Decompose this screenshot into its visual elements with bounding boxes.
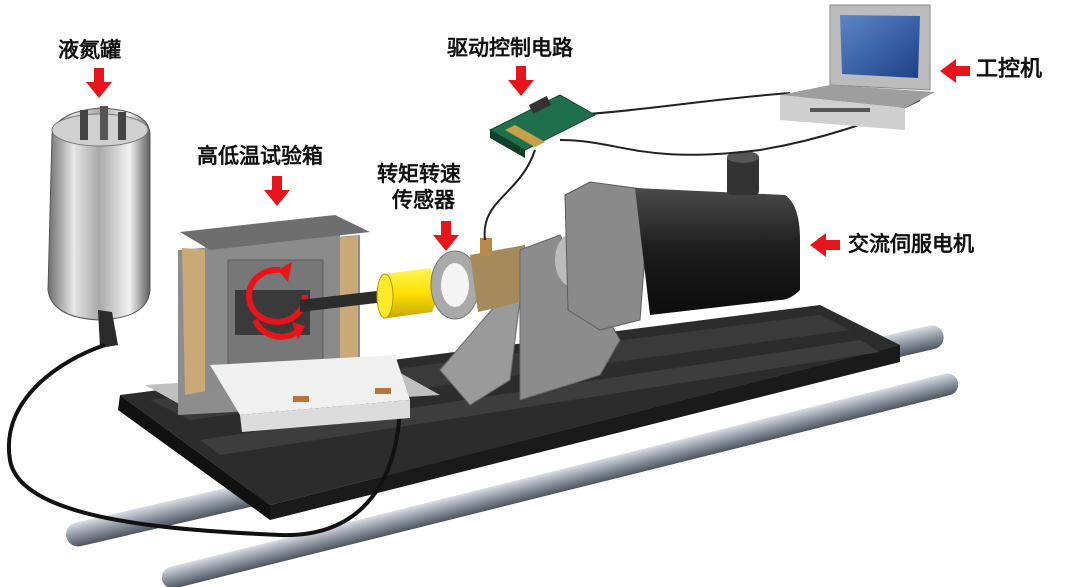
ln2-tank xyxy=(47,106,151,348)
label-chamber: 高低温试验箱 xyxy=(197,144,323,168)
industrial-pc xyxy=(780,4,935,130)
label-drive-circuit: 驱动控制电路 xyxy=(447,36,573,60)
arrow-down-circuit xyxy=(508,66,534,96)
servo-motor xyxy=(564,151,800,331)
label-ln2-tank: 液氮罐 xyxy=(58,38,121,62)
arrow-down-sensor xyxy=(433,221,459,251)
rotation-icon xyxy=(246,262,309,340)
arrow-down-chamber xyxy=(264,176,290,206)
label-motor: 交流伺服电机 xyxy=(848,232,974,256)
drive-circuit-board xyxy=(488,94,597,158)
ln2-hose xyxy=(6,343,402,538)
yellow-coupling xyxy=(376,268,438,319)
label-sensor-line2: 传感器 xyxy=(392,188,455,212)
chamber xyxy=(145,215,440,432)
torque-speed-sensor xyxy=(430,238,530,406)
arrow-down-ln2 xyxy=(86,68,112,98)
label-sensor-line1: 转矩转速 xyxy=(377,162,461,186)
label-ipc: 工控机 xyxy=(976,57,1043,82)
cable-sensor-to-card xyxy=(483,149,536,241)
shaft xyxy=(300,290,385,312)
cable-card-to-ipc xyxy=(574,92,791,116)
arrow-right-ipc xyxy=(940,59,970,83)
base-rail-rear-rod xyxy=(161,373,959,587)
arrow-left-motor xyxy=(810,233,840,257)
